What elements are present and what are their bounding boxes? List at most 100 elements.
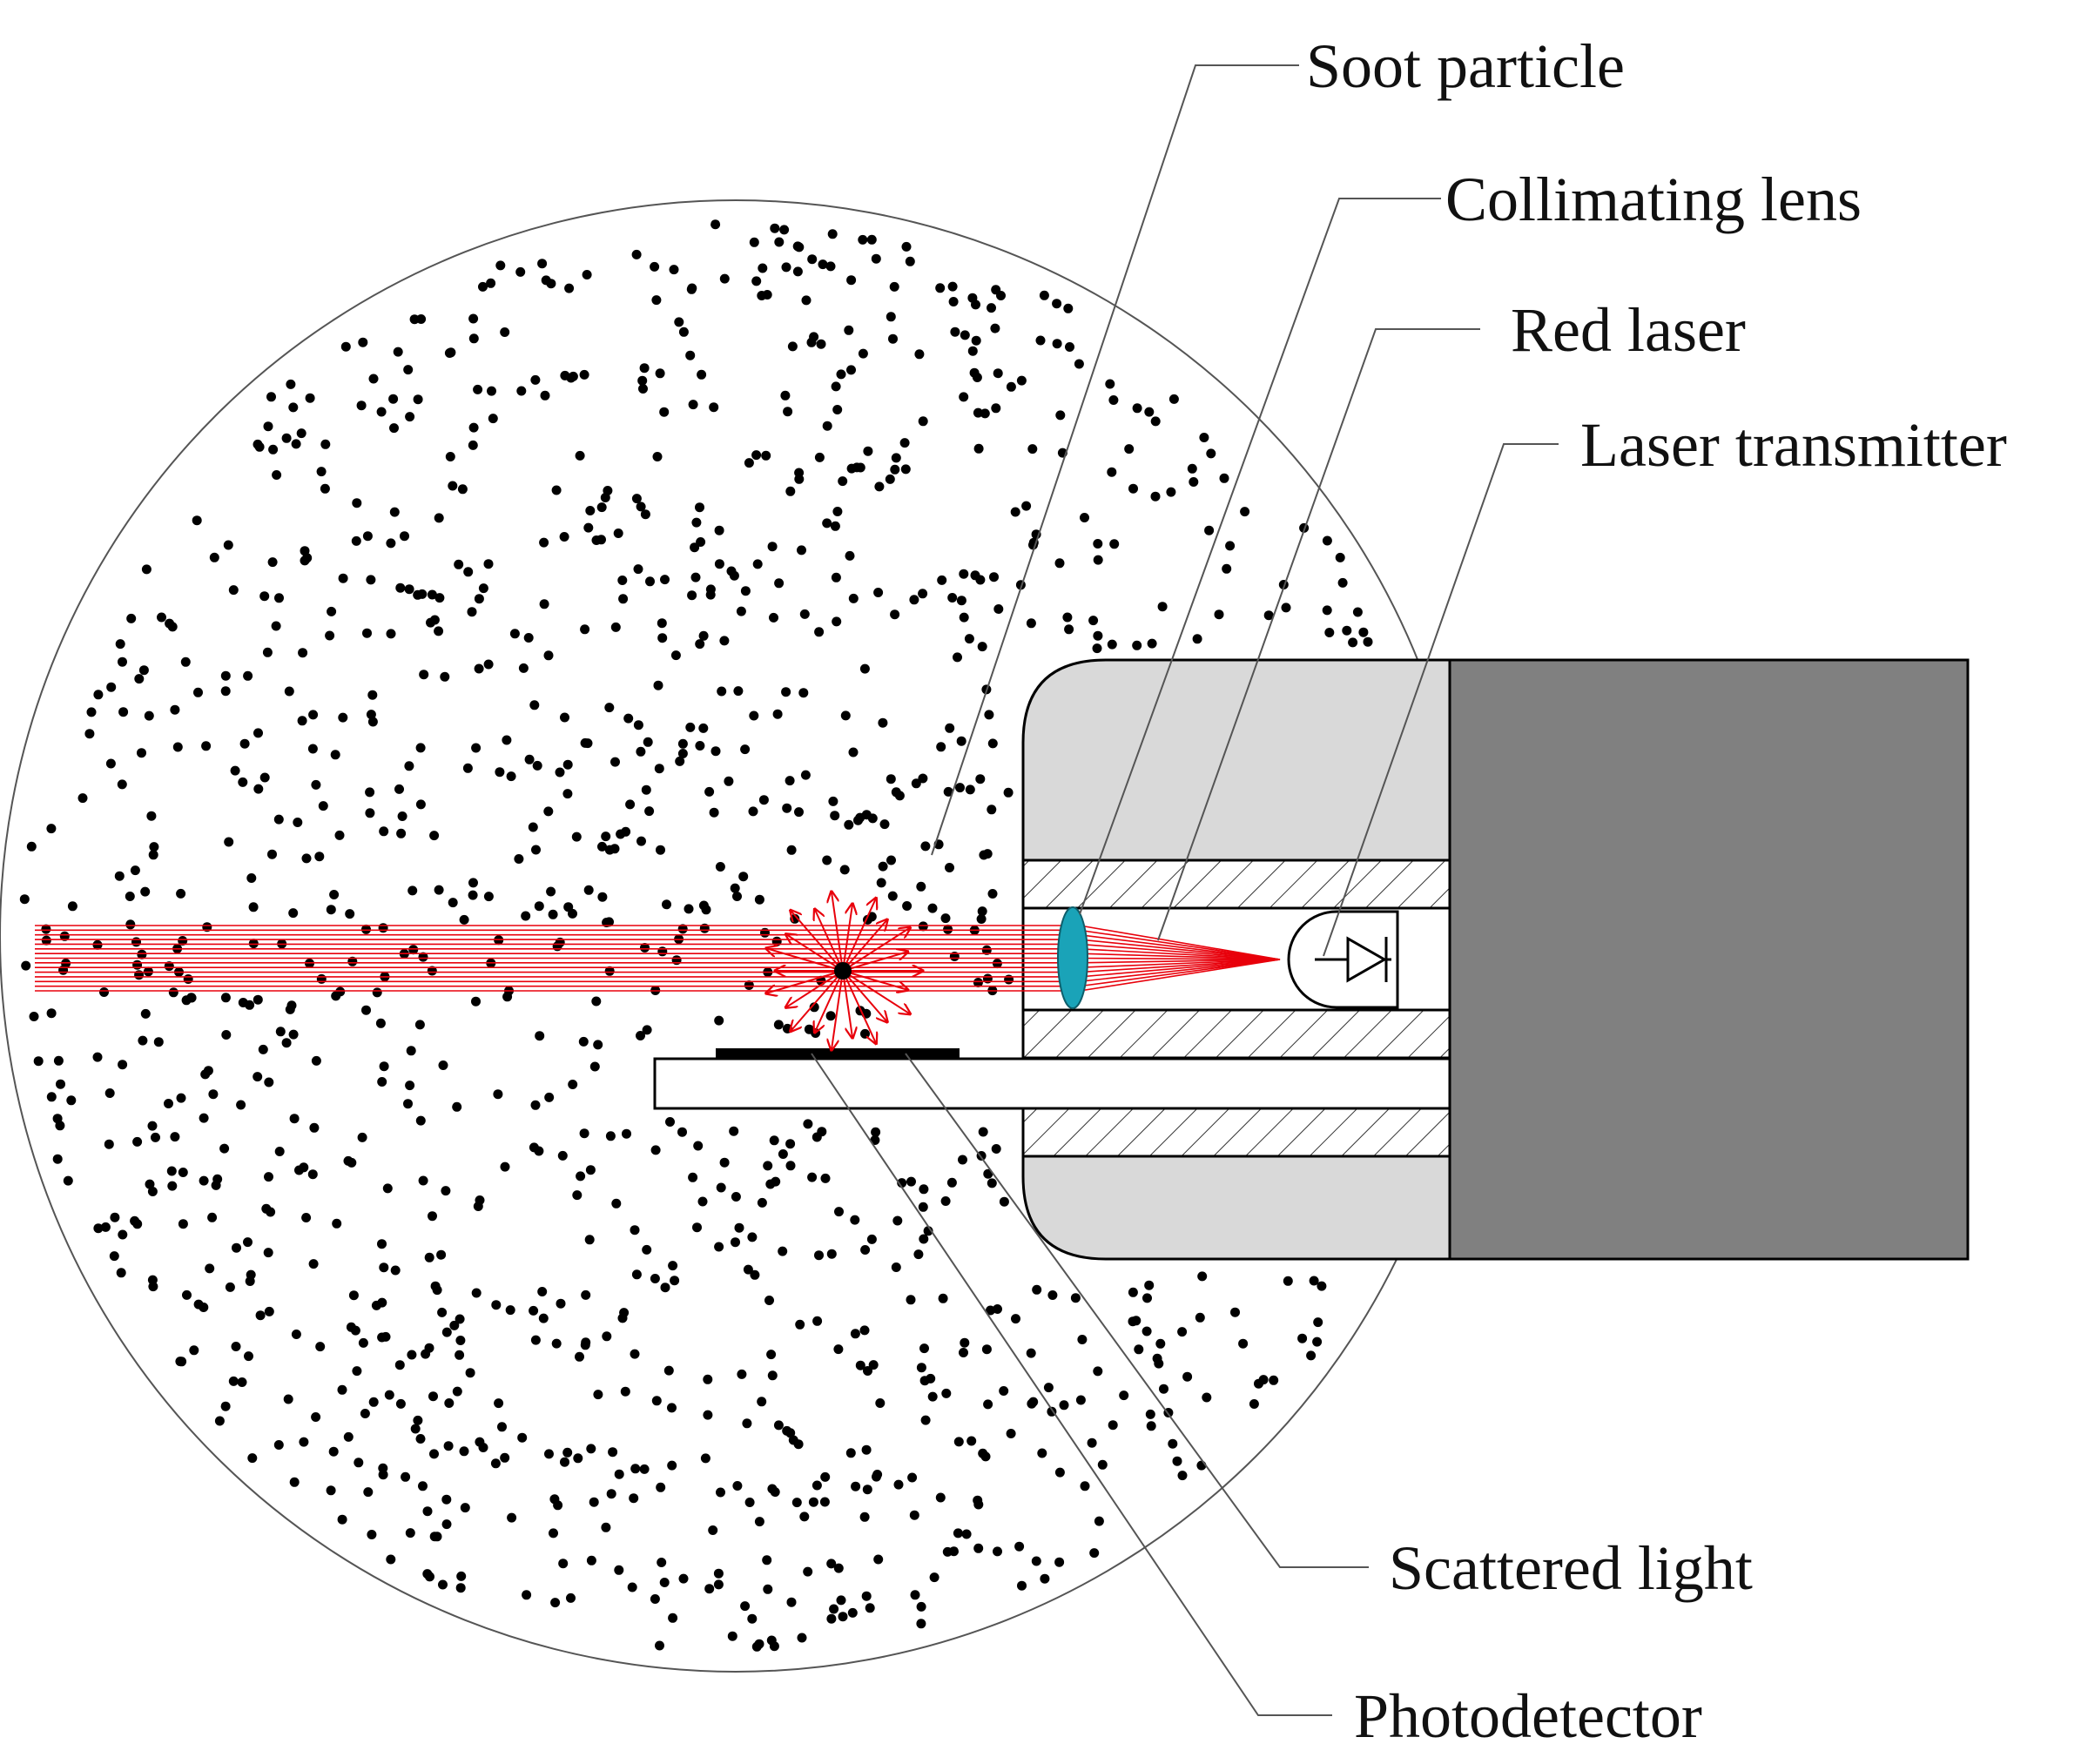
soot-particle-dot bbox=[621, 826, 631, 837]
soot-particle-dot bbox=[714, 1015, 724, 1026]
scattered-light-arrow bbox=[791, 911, 844, 972]
soot-particle-dot bbox=[562, 759, 573, 770]
soot-particle-dot bbox=[468, 422, 479, 433]
soot-particle-dot bbox=[692, 1222, 702, 1233]
soot-particle-dot bbox=[110, 1212, 120, 1222]
soot-particle-dot bbox=[1249, 1399, 1259, 1409]
soot-particle-dot bbox=[1263, 610, 1274, 621]
soot-particle-dot bbox=[99, 987, 109, 997]
soot-particle-dot bbox=[971, 335, 981, 346]
soot-particle-dot bbox=[792, 266, 803, 277]
soot-particle-dot bbox=[693, 1141, 704, 1151]
scattering-soot-particle bbox=[834, 962, 852, 980]
soot-particle-dot bbox=[328, 1446, 339, 1457]
soot-particle-dot bbox=[782, 803, 792, 813]
soot-particle-dot bbox=[361, 1005, 371, 1015]
soot-particle-dot bbox=[138, 665, 149, 676]
soot-particle-dot bbox=[828, 796, 838, 806]
soot-particle-dot bbox=[667, 1460, 677, 1471]
soot-particle-dot bbox=[371, 1300, 381, 1310]
soot-particle-dot bbox=[640, 509, 650, 520]
soot-particle-dot bbox=[644, 806, 655, 817]
soot-particle-dot bbox=[794, 242, 805, 252]
soot-particle-dot bbox=[767, 1370, 778, 1381]
soot-particle-dot bbox=[66, 1095, 77, 1106]
soot-particle-dot bbox=[109, 1251, 119, 1262]
soot-particle-dot bbox=[259, 591, 270, 602]
soot-particle-dot bbox=[847, 1607, 858, 1618]
soot-particle-dot bbox=[675, 756, 685, 766]
soot-particle-dot bbox=[771, 1176, 781, 1187]
soot-particle-dot bbox=[41, 924, 51, 934]
soot-particle-dot bbox=[636, 746, 646, 757]
soot-particle-dot bbox=[1199, 433, 1209, 442]
soot-particle-dot bbox=[478, 583, 488, 594]
soot-particle-dot bbox=[1309, 1276, 1319, 1286]
soot-particle-dot bbox=[850, 1215, 860, 1225]
soot-particle-dot bbox=[437, 1307, 448, 1317]
soot-particle-dot bbox=[576, 1171, 586, 1182]
soot-particle-dot bbox=[878, 717, 888, 728]
soot-particle-dot bbox=[748, 806, 758, 817]
soot-particle-dot bbox=[927, 1391, 938, 1402]
soot-particle-dot bbox=[749, 237, 759, 247]
soot-particle-dot bbox=[459, 1446, 469, 1457]
soot-particle-dot bbox=[1092, 643, 1102, 654]
soot-particle-dot bbox=[368, 374, 379, 384]
soot-particle-dot bbox=[1238, 1338, 1249, 1349]
soot-particle-dot bbox=[114, 871, 125, 881]
soot-particle-dot bbox=[382, 1183, 393, 1194]
soot-particle-dot bbox=[326, 905, 336, 915]
soot-particle-dot bbox=[631, 494, 642, 504]
soot-particle-dot bbox=[378, 1463, 388, 1473]
soot-particle-dot bbox=[247, 1453, 258, 1464]
soot-particle-dot bbox=[151, 1132, 160, 1142]
soot-particle-dot bbox=[704, 786, 715, 797]
soot-particle-dot bbox=[910, 1590, 920, 1600]
soot-particle-dot bbox=[434, 593, 445, 603]
soot-particle-dot bbox=[919, 1376, 930, 1386]
soot-particle-dot bbox=[769, 1135, 779, 1146]
soot-particle-dot bbox=[948, 297, 959, 306]
soot-particle-dot bbox=[274, 1147, 285, 1156]
soot-particle-dot bbox=[686, 284, 697, 294]
soot-particle-dot bbox=[253, 728, 263, 738]
soot-particle-dot bbox=[945, 863, 954, 872]
soot-particle-dot bbox=[1031, 1556, 1041, 1566]
soot-particle-dot bbox=[1052, 339, 1062, 349]
laser-cone-ray bbox=[1079, 939, 1281, 960]
scattered-light-arrow bbox=[842, 927, 910, 972]
soot-particle-dot bbox=[838, 476, 848, 487]
soot-particle-dot bbox=[987, 1178, 997, 1188]
soot-particle-dot bbox=[441, 1519, 452, 1530]
soot-particle-dot bbox=[208, 1089, 219, 1100]
soot-particle-dot bbox=[783, 407, 793, 417]
soot-particle-dot bbox=[497, 1422, 507, 1432]
soot-particle-dot bbox=[874, 481, 885, 492]
soot-particle-dot bbox=[140, 1008, 151, 1019]
soot-particle-dot bbox=[500, 1161, 510, 1172]
soot-particle-dot bbox=[937, 575, 947, 585]
soot-particle-dot bbox=[976, 914, 987, 924]
laser-cone-ray bbox=[1079, 959, 1281, 992]
soot-particle-dot bbox=[891, 787, 901, 798]
soot-particle-dot bbox=[695, 741, 705, 751]
soot-particle-dot bbox=[548, 909, 558, 919]
soot-particle-dot bbox=[657, 618, 667, 629]
soot-particle-dot bbox=[929, 1572, 939, 1583]
soot-particle-dot bbox=[1054, 1557, 1065, 1567]
soot-particle-dot bbox=[871, 253, 881, 264]
soot-particle-dot bbox=[787, 341, 798, 352]
soot-particle-dot bbox=[223, 540, 233, 550]
soot-particle-dot bbox=[935, 283, 946, 293]
soot-particle-dot bbox=[41, 935, 51, 946]
soot-particle-dot bbox=[906, 1176, 916, 1187]
soot-particle-dot bbox=[318, 801, 328, 811]
soot-particle-dot bbox=[246, 873, 257, 883]
soot-particle-dot bbox=[415, 1115, 426, 1126]
soot-particle-dot bbox=[890, 609, 900, 620]
soot-particle-dot bbox=[738, 872, 749, 882]
soot-particle-dot bbox=[354, 1458, 364, 1468]
soot-particle-dot bbox=[897, 1178, 907, 1188]
soot-particle-dot bbox=[164, 1099, 173, 1108]
